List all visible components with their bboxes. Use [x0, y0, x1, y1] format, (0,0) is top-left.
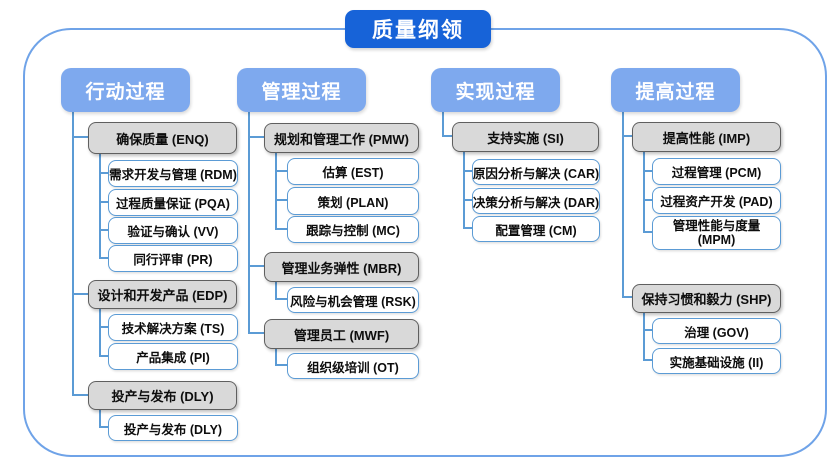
node-plan: 策划 (PLAN)	[287, 187, 419, 215]
connector-line	[275, 228, 287, 230]
connector-line	[248, 332, 264, 334]
node-pqa: 过程质量保证 (PQA)	[108, 189, 238, 216]
connector-line	[275, 364, 287, 366]
column-header-improvement-process: 提高过程	[611, 68, 740, 112]
node-imp: 提高性能 (IMP)	[632, 122, 781, 152]
node-pcm: 过程管理 (PCM)	[652, 158, 781, 185]
node-rdm: 需求开发与管理 (RDM)	[108, 160, 238, 187]
node-est: 估算 (EST)	[287, 158, 419, 185]
node-dar: 决策分析与解决 (DAR)	[472, 188, 600, 214]
connector-line	[622, 135, 632, 137]
connector-line	[99, 426, 108, 428]
column-header-realization-process: 实现过程	[431, 68, 560, 112]
connector-line	[275, 151, 277, 229]
node-vv: 验证与确认 (VV)	[108, 217, 238, 244]
node-gov: 治理 (GOV)	[652, 318, 781, 344]
connector-line	[622, 112, 624, 297]
node-ts: 技术解决方案 (TS)	[108, 314, 238, 341]
node-edp: 设计和开发产品 (EDP)	[88, 280, 237, 309]
connector-line	[275, 280, 277, 299]
node-si: 支持实施 (SI)	[452, 122, 599, 152]
connector-line	[72, 394, 88, 396]
connector-line	[643, 170, 652, 172]
connector-line	[99, 326, 108, 328]
node-mwf: 管理员工 (MWF)	[264, 319, 419, 349]
node-mbr: 管理业务弹性 (MBR)	[264, 252, 419, 282]
node-pmw: 规划和管理工作 (PMW)	[264, 123, 419, 153]
node-pr: 同行评审 (PR)	[108, 245, 238, 272]
node-mpm: 管理性能与度量 (MPM)	[652, 216, 781, 250]
connector-line	[99, 408, 101, 427]
connector-line	[442, 112, 444, 136]
node-mc: 跟踪与控制 (MC)	[287, 216, 419, 243]
connector-line	[643, 231, 652, 233]
connector-line	[622, 296, 632, 298]
connector-line	[99, 229, 108, 231]
connector-line	[275, 347, 277, 365]
connector-line	[248, 265, 264, 267]
node-shp: 保持习惯和毅力 (SHP)	[632, 284, 781, 313]
connector-line	[248, 112, 250, 333]
node-dly-child: 投产与发布 (DLY)	[108, 415, 238, 441]
connector-line	[99, 257, 108, 259]
root-node-title: 质量纲领	[345, 10, 491, 48]
connector-line	[99, 307, 101, 356]
connector-line	[72, 293, 88, 295]
connector-line	[72, 112, 74, 394]
node-cm: 配置管理 (CM)	[472, 216, 600, 242]
connector-line	[99, 152, 101, 258]
connector-line	[99, 355, 108, 357]
node-rsk: 风险与机会管理 (RSK)	[287, 287, 419, 313]
connector-line	[99, 172, 108, 174]
connector-line	[463, 150, 465, 228]
connector-line	[442, 135, 452, 137]
connector-line	[463, 227, 472, 229]
node-enq: 确保质量 (ENQ)	[88, 122, 237, 154]
connector-line	[275, 298, 287, 300]
node-car: 原因分析与解决 (CAR)	[472, 159, 600, 185]
column-header-management-process: 管理过程	[237, 68, 366, 112]
connector-line	[463, 170, 472, 172]
node-ot: 组织级培训 (OT)	[287, 353, 419, 379]
connector-line	[463, 199, 472, 201]
node-pi: 产品集成 (PI)	[108, 343, 238, 370]
node-ii: 实施基础设施 (II)	[652, 348, 781, 374]
connector-line	[643, 311, 645, 360]
connector-line	[275, 170, 287, 172]
connector-line	[643, 150, 645, 232]
connector-line	[275, 199, 287, 201]
connector-line	[248, 136, 264, 138]
node-pad: 过程资产开发 (PAD)	[652, 187, 781, 214]
connector-line	[643, 199, 652, 201]
connector-line	[643, 329, 652, 331]
column-header-action-process: 行动过程	[61, 68, 190, 112]
connector-line	[72, 136, 88, 138]
connector-line	[643, 359, 652, 361]
node-dly: 投产与发布 (DLY)	[88, 381, 237, 410]
connector-line	[99, 201, 108, 203]
